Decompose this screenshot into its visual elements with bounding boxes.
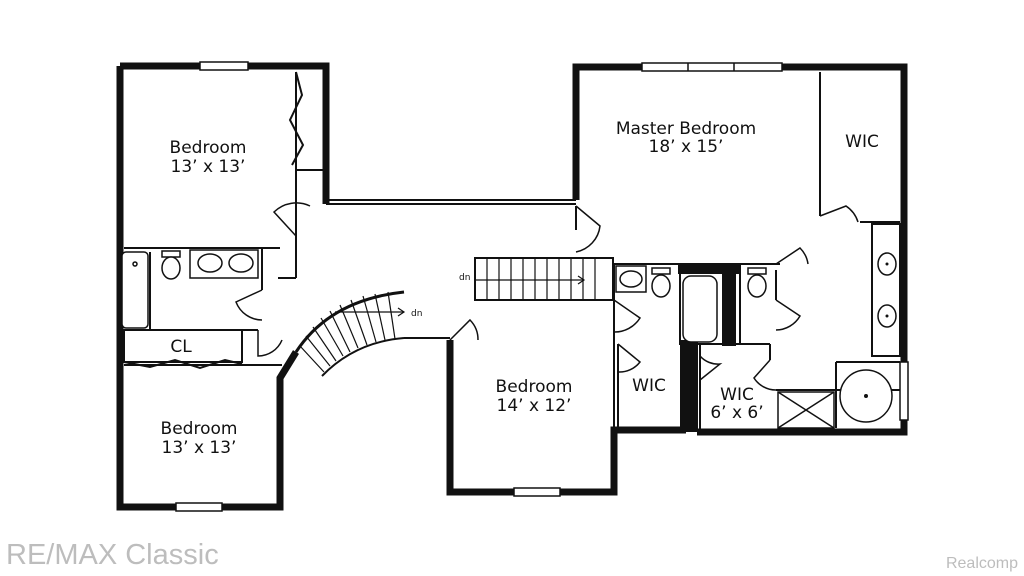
bathtub-icon xyxy=(682,275,718,343)
exterior-walls xyxy=(116,62,908,511)
doors xyxy=(235,202,859,391)
straight-stairs xyxy=(476,258,596,300)
stairs-down-label: dn xyxy=(459,273,470,283)
room-name-master-bedroom: Master Bedroom xyxy=(616,119,756,139)
toilet-icon xyxy=(747,274,767,298)
partition-walls xyxy=(678,264,740,432)
room-name-wic-master: WIC xyxy=(845,132,879,152)
interior-walls xyxy=(123,71,901,432)
toilet-tank-icon xyxy=(161,250,181,258)
sink-icon xyxy=(197,253,223,273)
room-size-master-bedroom: 18’ x 15’ xyxy=(649,137,724,157)
curved-stairs xyxy=(294,290,406,377)
room-size-wic-bath: 6’ x 6’ xyxy=(710,403,763,423)
room-name-bedroom-nw: Bedroom xyxy=(170,138,247,158)
toilet-icon xyxy=(161,256,181,280)
room-size-bedroom-sw: 13’ x 13’ xyxy=(162,438,237,458)
source-watermark: Realcomp xyxy=(946,555,1018,572)
room-name-bedroom-center: Bedroom xyxy=(496,377,573,397)
stairs-down-label: dn xyxy=(411,309,422,319)
bathtub-icon xyxy=(121,251,149,329)
room-name-bedroom-sw: Bedroom xyxy=(161,419,238,439)
sink-icon xyxy=(228,253,254,273)
room-name-wic-bath: WIC xyxy=(720,385,754,405)
room-name-wic-center: WIC xyxy=(632,376,666,396)
room-size-bedroom-center: 14’ x 12’ xyxy=(497,396,572,416)
toilet-icon xyxy=(651,274,671,298)
room-size-bedroom-nw: 13’ x 13’ xyxy=(171,157,246,177)
windows xyxy=(175,61,909,512)
brand-watermark: RE/MAX Classic xyxy=(6,539,219,571)
sink-icon xyxy=(619,270,643,288)
room-name-closet: CL xyxy=(170,337,192,357)
room-labels: Bedroom 13’ x 13’ Bedroom 13’ x 13’ Mast… xyxy=(161,119,879,458)
